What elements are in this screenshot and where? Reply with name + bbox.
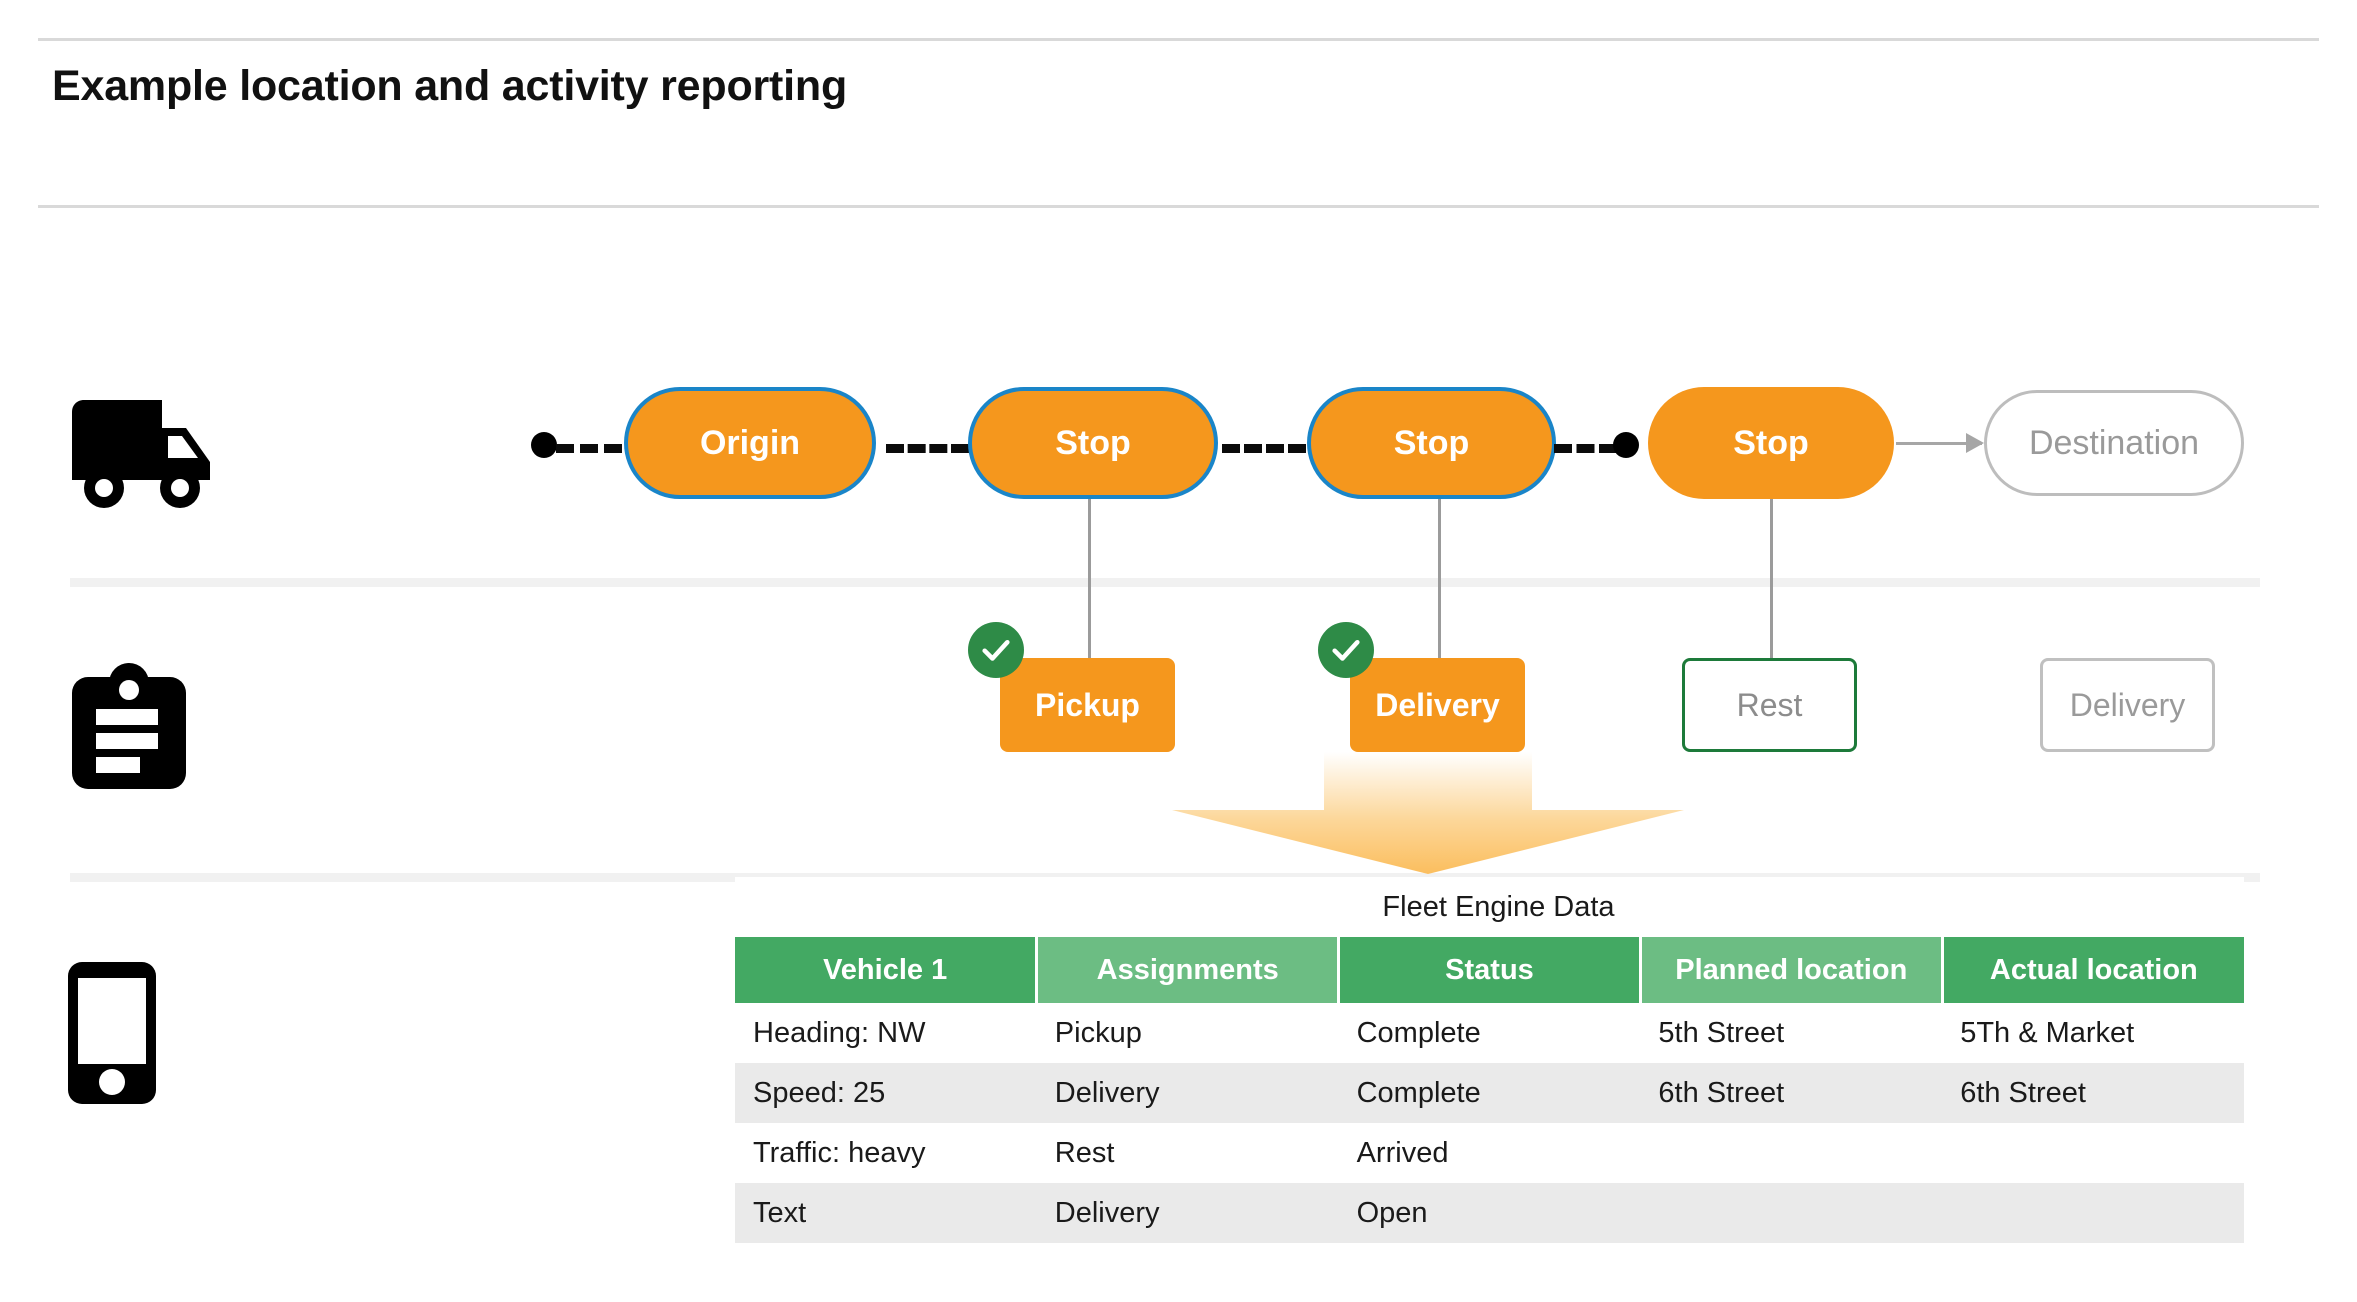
cell-assignment: Pickup (1036, 1003, 1339, 1063)
cell-planned-location (1640, 1123, 1943, 1183)
cell-status: Arrived (1338, 1123, 1641, 1183)
table-row: Traffic: heavy Rest Arrived (735, 1123, 2244, 1183)
cell-planned-location: 6th Street (1640, 1063, 1943, 1123)
cell-status: Complete (1338, 1063, 1641, 1123)
cell-vehicle: Traffic: heavy (735, 1123, 1037, 1183)
activity-label: Pickup (1035, 686, 1140, 723)
route-segment-1 (556, 444, 622, 453)
smartphone-icon (68, 962, 156, 1109)
connector-stop1-pickup (1088, 499, 1091, 660)
cell-planned-location: 5th Street (1640, 1003, 1943, 1063)
clipboard-icon (68, 663, 190, 798)
table-row: Heading: NW Pickup Complete 5th Street 5… (735, 1003, 2244, 1063)
route-stop-label: Stop (1055, 423, 1131, 462)
cell-assignment: Delivery (1036, 1063, 1339, 1123)
route-current-dot (1613, 432, 1639, 458)
column-header-vehicle[interactable]: Vehicle 1 (735, 937, 1037, 1003)
check-icon (1318, 622, 1374, 678)
row-divider-vehicle-activity (70, 578, 2260, 587)
route-stop-3[interactable]: Stop (1648, 387, 1894, 499)
route-stop-label: Stop (1393, 423, 1470, 462)
table-title: Fleet Engine Data (735, 877, 2244, 937)
page-title: Example location and activity reporting (52, 62, 848, 110)
cell-actual-location (1942, 1123, 2244, 1183)
table-header-row: Vehicle 1 Assignments Status Planned loc… (735, 937, 2244, 1003)
route-segment-3 (1222, 444, 1306, 453)
route-stop-2[interactable]: Stop (1307, 387, 1556, 499)
truck-icon (68, 400, 216, 515)
table-row: Speed: 25 Delivery Complete 6th Street 6… (735, 1063, 2244, 1123)
cell-actual-location (1942, 1183, 2244, 1243)
cell-vehicle: Speed: 25 (735, 1063, 1037, 1123)
activity-delivery[interactable]: Delivery (1350, 658, 1525, 752)
down-arrow-icon (1172, 752, 1684, 874)
route-destination-label: Destination (2028, 423, 2200, 462)
cell-assignment: Rest (1036, 1123, 1339, 1183)
route-stop-origin[interactable]: Origin (624, 387, 876, 499)
cell-planned-location (1640, 1183, 1943, 1243)
column-header-assignments[interactable]: Assignments (1035, 937, 1339, 1003)
route-stop-label: Stop (1733, 423, 1809, 462)
cell-vehicle: Text (735, 1183, 1037, 1243)
header-rule-bottom (38, 205, 2319, 208)
cell-status: Open (1338, 1183, 1641, 1243)
column-header-planned-location[interactable]: Planned location (1638, 937, 1943, 1003)
table-row: Text Delivery Open (735, 1183, 2244, 1243)
check-icon (968, 622, 1024, 678)
column-header-actual-location[interactable]: Actual location (1940, 937, 2244, 1003)
route-stop-label: Origin (699, 423, 801, 462)
route-start-dot (531, 432, 557, 458)
activity-rest[interactable]: Rest (1682, 658, 1857, 752)
route-stop-1[interactable]: Stop (968, 387, 1218, 499)
cell-vehicle: Heading: NW (735, 1003, 1037, 1063)
activity-pickup[interactable]: Pickup (1000, 658, 1175, 752)
header-rule-top (38, 38, 2319, 41)
cell-status: Complete (1338, 1003, 1641, 1063)
route-segment-4 (1554, 444, 1617, 453)
cell-actual-location: 5Th & Market (1942, 1003, 2244, 1063)
route-destination[interactable]: Destination (1984, 390, 2244, 496)
fleet-engine-table: Fleet Engine Data Vehicle 1 Assignments … (735, 877, 2244, 1243)
connector-stop2-delivery (1438, 499, 1441, 660)
connector-stop3-rest (1770, 499, 1773, 660)
activity-delivery-pending[interactable]: Delivery (2040, 658, 2215, 752)
activity-label: Rest (1736, 686, 1803, 723)
activity-label: Delivery (2069, 686, 2186, 723)
route-arrow-to-destination (1896, 433, 1984, 453)
cell-assignment: Delivery (1036, 1183, 1339, 1243)
activity-label: Delivery (1375, 686, 1500, 723)
route-segment-2 (886, 444, 969, 453)
column-header-status[interactable]: Status (1337, 937, 1641, 1003)
cell-actual-location: 6th Street (1942, 1063, 2244, 1123)
